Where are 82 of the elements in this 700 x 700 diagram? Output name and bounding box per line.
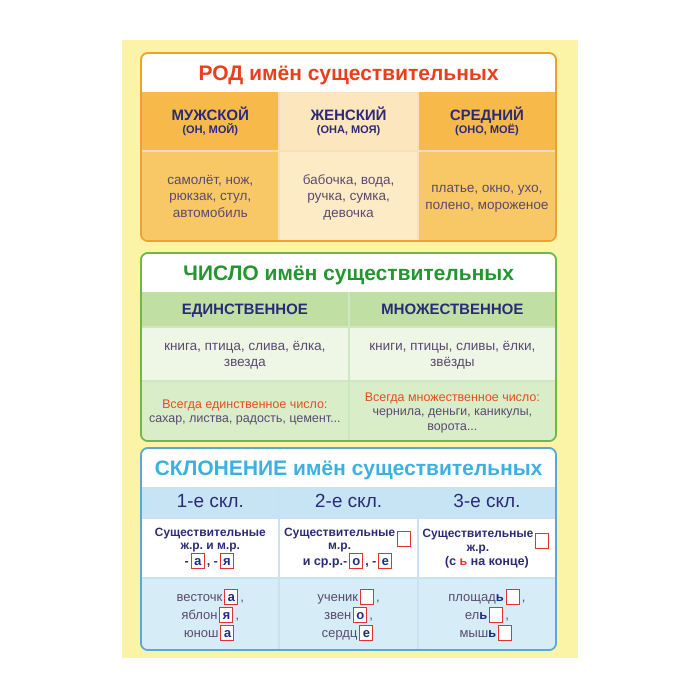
ending-box: а bbox=[190, 553, 205, 570]
example-word: яблон bbox=[181, 606, 218, 622]
column-heading: 1-е скл. bbox=[176, 491, 244, 513]
empty-ending-box bbox=[535, 532, 550, 548]
section-panel bbox=[140, 447, 557, 651]
table-cell bbox=[418, 519, 555, 577]
table-cell bbox=[418, 579, 555, 649]
example-word: ученик bbox=[317, 588, 358, 604]
column-heading: ЖЕНСКИЙ bbox=[310, 106, 386, 124]
empty-ending-box bbox=[506, 588, 520, 604]
column-heading: СРЕДНИЙ bbox=[450, 106, 524, 124]
ending-box: я bbox=[220, 553, 234, 570]
ending-box: я bbox=[219, 606, 234, 622]
example-word: площадь bbox=[448, 588, 504, 604]
table-cell bbox=[418, 152, 555, 240]
rule-text: Существительные м.р. bbox=[284, 526, 395, 552]
section-heading: СКЛОНЕНИЕ имён существительных bbox=[154, 456, 544, 482]
ending-box: о bbox=[349, 553, 364, 570]
example-words: бабочка, вода, ручка, сумка, девочка bbox=[302, 172, 396, 221]
ending-text: (с ь на конце) bbox=[444, 554, 529, 569]
example-word: , bbox=[505, 606, 509, 622]
rule-text: Существительные ж.р. и м.р. bbox=[154, 526, 267, 552]
column-heading: ЕДИНСТВЕННОЕ bbox=[182, 300, 308, 318]
column-subheading: (ОНО, МОЁ) bbox=[455, 124, 519, 136]
example-word: , bbox=[235, 606, 239, 622]
table-cell bbox=[142, 519, 278, 577]
rule-text: Существительные ж.р. bbox=[422, 527, 534, 554]
table-cell bbox=[280, 92, 417, 150]
table-cell bbox=[350, 382, 555, 440]
ending-box: а bbox=[224, 588, 238, 604]
example-word: , bbox=[376, 588, 380, 604]
table-cell bbox=[280, 579, 417, 649]
section-panel bbox=[140, 52, 557, 242]
note-heading: Всегда множественное число: bbox=[364, 390, 540, 404]
table-cell bbox=[142, 382, 348, 440]
empty-ending-box bbox=[360, 588, 374, 604]
example-word: , bbox=[522, 588, 526, 604]
example-word: , bbox=[240, 588, 244, 604]
ending-box: е bbox=[378, 553, 392, 570]
example-word: , bbox=[369, 606, 373, 622]
example-word: звен bbox=[324, 606, 352, 622]
ending-box: о bbox=[353, 606, 368, 622]
example-words: платье, окно, ухо, полено, мороженое bbox=[424, 180, 549, 213]
table-cell bbox=[280, 152, 417, 240]
table-cell bbox=[350, 328, 555, 380]
example-words: самолёт, нож, рюкзак, стул, автомобиль bbox=[166, 172, 254, 221]
example-word: ель bbox=[464, 606, 488, 622]
table-cell bbox=[280, 519, 417, 577]
example-words: книги, птицы, сливы, ёлки, звёзды bbox=[368, 338, 536, 370]
example-word: сердц bbox=[322, 624, 358, 640]
example-words: сахар, листва, радость, цемент... bbox=[148, 411, 341, 426]
section-panel bbox=[140, 252, 557, 442]
ending-text: и ср.р.- bbox=[302, 554, 348, 569]
ending-text: , - bbox=[365, 554, 376, 569]
table-cell bbox=[142, 579, 278, 649]
column-heading: МНОЖЕСТВЕННОЕ bbox=[381, 300, 524, 318]
empty-ending-box bbox=[397, 531, 411, 547]
empty-ending-box bbox=[498, 624, 512, 640]
empty-ending-box bbox=[489, 606, 504, 622]
column-heading: 2-е скл. bbox=[314, 491, 382, 513]
example-word: мышь bbox=[459, 624, 496, 640]
section-heading: ЧИСЛО имён существительных bbox=[182, 261, 515, 287]
table-cell bbox=[142, 92, 278, 150]
section-heading: РОД имён существительных bbox=[198, 61, 500, 87]
table-cell bbox=[142, 292, 348, 326]
example-words: чернила, деньги, каникулы, ворота... bbox=[371, 404, 534, 434]
ending-text: - bbox=[184, 554, 189, 569]
column-heading: МУЖСКОЙ bbox=[171, 106, 249, 124]
note-heading: Всегда единственное число: bbox=[162, 397, 328, 411]
ending-box: а bbox=[220, 624, 234, 640]
column-subheading: (ОНА, МОЯ) bbox=[316, 124, 380, 136]
ending-box: е bbox=[359, 624, 374, 640]
table-cell bbox=[350, 292, 555, 326]
example-words: книга, птица, слива, ёлка, звезда bbox=[163, 338, 326, 370]
example-word: весточк bbox=[176, 588, 222, 604]
ending-text: , - bbox=[206, 554, 218, 569]
example-word: юнош bbox=[184, 624, 218, 640]
table-cell bbox=[142, 328, 348, 380]
column-heading: 3-е скл. bbox=[453, 491, 520, 513]
table-cell bbox=[142, 152, 278, 240]
column-subheading: (ОН, МОЙ) bbox=[182, 124, 238, 136]
table-cell bbox=[418, 92, 555, 150]
